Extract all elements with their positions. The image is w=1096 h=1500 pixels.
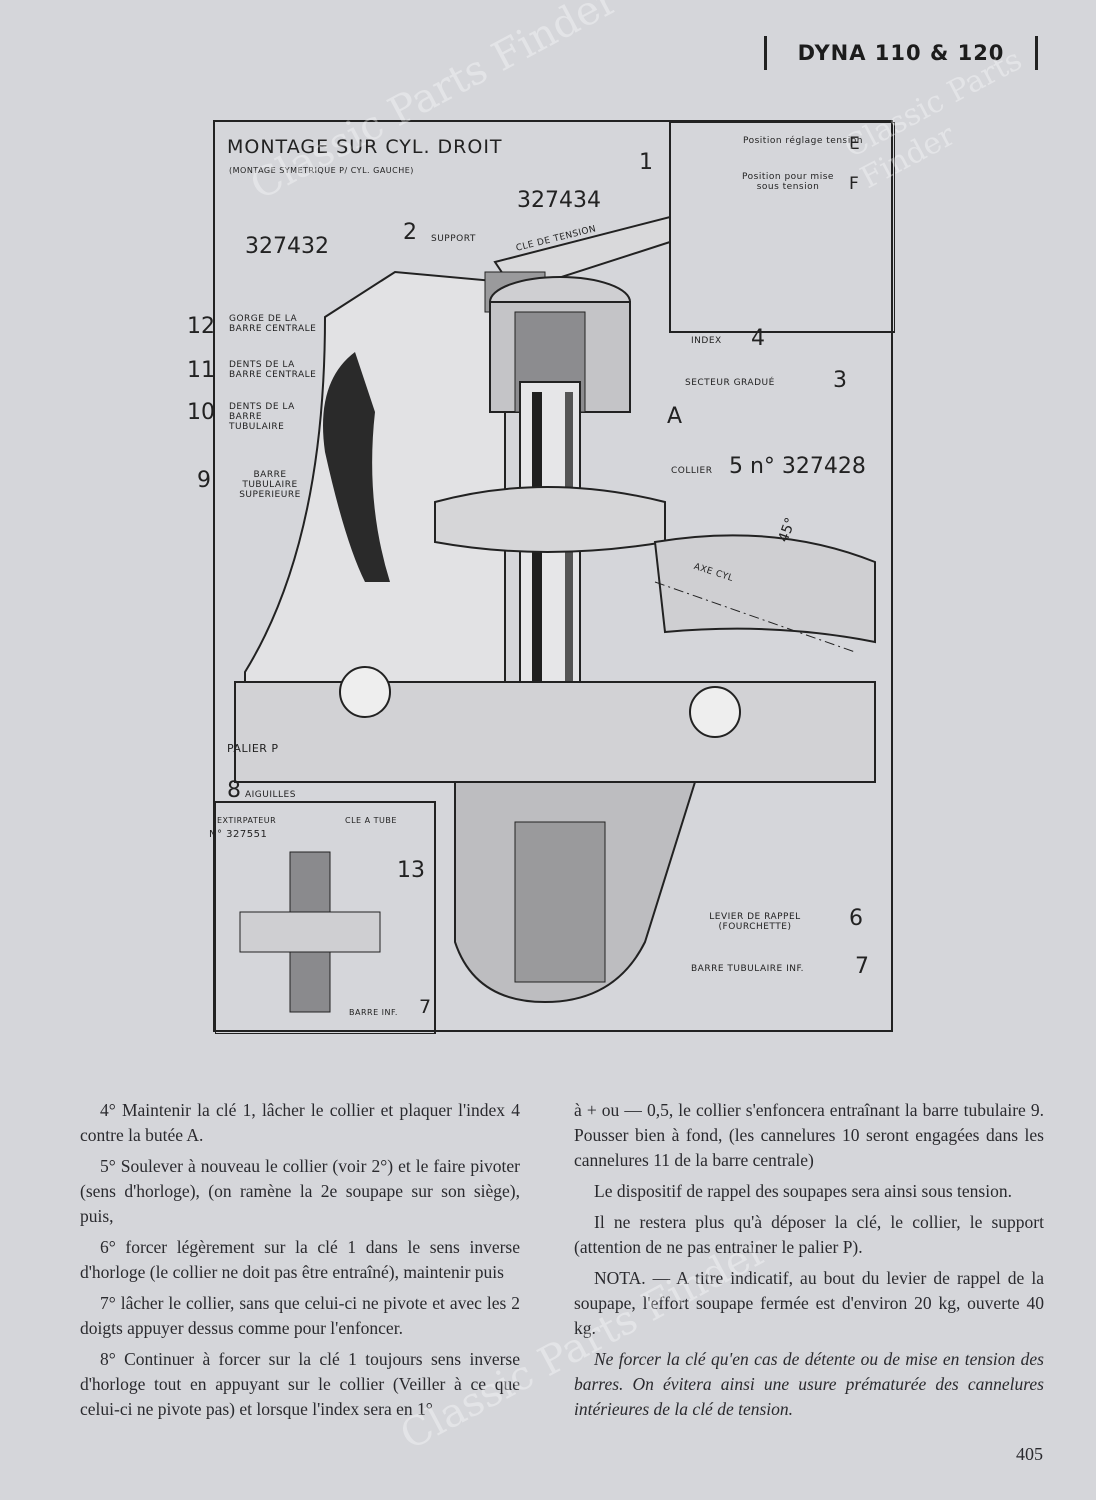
label-extirpateur: EXTIRPATEUR <box>217 816 277 825</box>
label-7-small: 7 <box>419 996 432 1018</box>
header-title: DYNA 110 & 120 <box>797 41 1005 65</box>
paragraph: Le dispositif de rappel des soupapes ser… <box>594 1181 1012 1201</box>
label-extirpateur-ref: n° 327551 <box>209 829 268 840</box>
base-plate <box>234 681 876 783</box>
label-327434: 327434 <box>517 188 601 213</box>
right-text-column: à + ou — 0,5, le collier s'enfoncera ent… <box>574 1098 1044 1428</box>
label-10: 10 <box>187 400 215 425</box>
label-11: 11 <box>187 358 215 383</box>
label-index: INDEX <box>691 336 722 346</box>
label-1: 1 <box>639 150 653 175</box>
label-position-mise: Position pour mise sous tension <box>742 172 834 192</box>
paragraph: 4° Maintenir la clé 1, lâcher le collier… <box>80 1100 520 1145</box>
label-dents-centrale: DENTS DE LA BARRE CENTRALE <box>229 360 317 380</box>
label-12: 12 <box>187 314 215 339</box>
label-collier: COLLIER <box>671 466 713 476</box>
label-327432: 327432 <box>245 234 329 259</box>
support-shadow <box>323 352 390 582</box>
technical-diagram: MONTAGE SUR CYL. DROIT (MONTAGE SYMETRIQ… <box>187 120 895 1034</box>
label-collier-ref: 5 n° 327428 <box>729 454 866 479</box>
paragraph: à + ou — 0,5, le collier s'enfoncera ent… <box>574 1100 1044 1170</box>
diagram-title: MONTAGE SUR CYL. DROIT <box>227 136 503 158</box>
page-header: DYNA 110 & 120 <box>764 36 1038 70</box>
label-E: E <box>849 134 860 154</box>
label-F: F <box>849 174 859 194</box>
paragraph: NOTA. — A titre indicatif, au bout du le… <box>574 1268 1044 1338</box>
label-position-reglage: Position réglage tension <box>743 136 863 146</box>
label-barre-inf: BARRE TUBULAIRE INF. <box>691 964 805 974</box>
collar <box>434 486 666 553</box>
paragraph: 5° Soulever à nouveau le collier (voir 2… <box>80 1156 520 1226</box>
label-3: 3 <box>833 368 847 393</box>
label-A: A <box>667 404 683 429</box>
page-number: 405 <box>1016 1444 1043 1464</box>
left-text-column: 4° Maintenir la clé 1, lâcher le collier… <box>80 1098 520 1428</box>
label-13: 13 <box>397 858 425 883</box>
label-barre-inf-small: BARRE INF. <box>349 1008 398 1017</box>
paragraph: 8° Continuer à forcer sur la clé 1 toujo… <box>80 1349 520 1419</box>
label-barre-sup: BARRE TUBULAIRE SUPERIEURE <box>239 470 301 500</box>
paragraph: 6° forcer légèrement sur la clé 1 dans l… <box>80 1237 520 1282</box>
diagram-drawing <box>215 122 895 1034</box>
label-secteur: SECTEUR GRADUÉ <box>685 378 775 388</box>
nut-right <box>689 686 741 738</box>
label-2: 2 <box>403 220 417 245</box>
diagram-subtitle: (MONTAGE SYMETRIQUE P/ CYL. GAUCHE) <box>229 166 414 175</box>
inset-box <box>669 122 895 333</box>
label-8: 8 <box>227 778 241 803</box>
label-6: 6 <box>849 906 863 931</box>
label-dents-tubulaire: DENTS DE LA BARRE TUBULAIRE <box>229 402 295 432</box>
label-palier: PALIER P <box>227 742 279 755</box>
cylinder-fins <box>653 534 876 644</box>
label-aiguilles: AIGUILLES <box>245 790 296 800</box>
label-9: 9 <box>197 468 211 493</box>
label-support: SUPPORT <box>431 234 476 244</box>
label-4: 4 <box>751 326 765 351</box>
label-7: 7 <box>855 954 869 979</box>
label-cle-tube: CLE A TUBE <box>345 816 397 825</box>
label-levier: LEVIER DE RAPPEL (FOURCHETTE) <box>709 912 801 932</box>
paragraph: Il ne restera plus qu'à déposer la clé, … <box>574 1212 1044 1257</box>
nut-left <box>339 666 391 718</box>
paragraph: 7° lâcher le collier, sans que celui-ci … <box>80 1293 520 1338</box>
paragraph: Ne forcer la clé qu'en cas de détente ou… <box>574 1349 1044 1419</box>
label-gorge: GORGE DE LA BARRE CENTRALE <box>229 314 317 334</box>
extractor-inset <box>215 801 436 1034</box>
